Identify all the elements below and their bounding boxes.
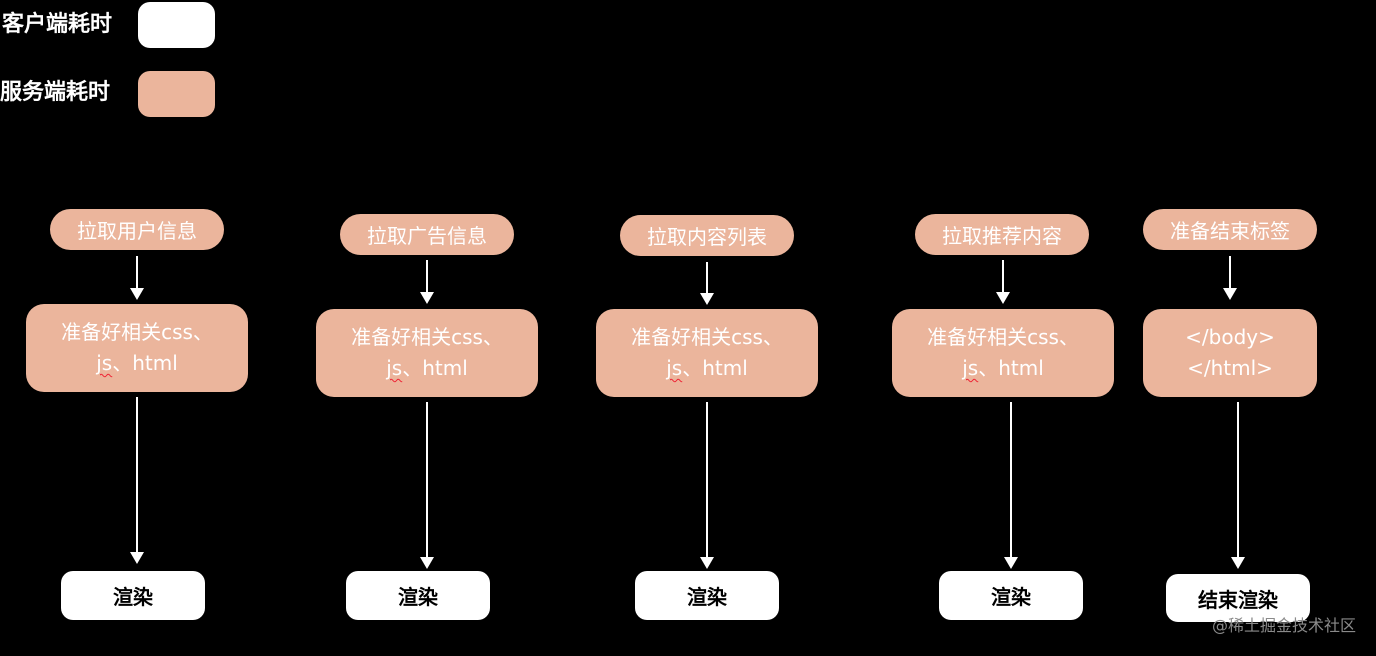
end-tag-body: </body> xyxy=(1185,325,1275,349)
prepare-end-tags: 准备结束标签 xyxy=(1143,209,1317,250)
fetch-recommended-content: 拉取推荐内容 xyxy=(915,214,1089,255)
arrow-fetch-to-prep-1 xyxy=(130,256,144,300)
prep-rest: 、html xyxy=(978,356,1044,380)
prep-rest: 、html xyxy=(112,351,178,375)
end-tag-html: </html> xyxy=(1187,356,1273,380)
render-box-4: 渲染 xyxy=(939,571,1083,620)
render-box-1: 渲染 xyxy=(61,571,205,620)
end-render-box: 结束渲染 xyxy=(1166,574,1310,622)
watermark: @稀土掘金技术社区 xyxy=(1211,616,1356,635)
arrow-fetch-to-prep-2 xyxy=(420,260,434,304)
prep-line2: js、html xyxy=(96,348,178,379)
prep-assets-1: 准备好相关css、 js、html xyxy=(26,304,248,392)
arrow-prep-to-render-1 xyxy=(130,397,144,564)
prep-js: js xyxy=(962,356,979,380)
arrow-fetch-to-prep-5 xyxy=(1223,256,1237,300)
prep-line1: 准备好相关css、 xyxy=(631,325,783,349)
prep-rest: 、html xyxy=(402,356,468,380)
prep-line2: js、html xyxy=(386,353,468,384)
legend-client-swatch xyxy=(138,2,215,48)
prep-js: js xyxy=(386,356,403,380)
prep-js: js xyxy=(666,356,683,380)
fetch-content-list: 拉取内容列表 xyxy=(620,215,794,256)
prep-line2: js、html xyxy=(666,353,748,384)
fetch-user-info: 拉取用户信息 xyxy=(50,209,224,250)
render-box-2: 渲染 xyxy=(346,571,490,620)
prep-assets-3: 准备好相关css、 js、html xyxy=(596,309,818,397)
end-tags-box: </body> </html> xyxy=(1143,309,1317,397)
prep-js: js xyxy=(96,351,113,375)
prep-assets-4: 准备好相关css、 js、html xyxy=(892,309,1114,397)
render-box-3: 渲染 xyxy=(635,571,779,620)
prep-line1: 准备好相关css、 xyxy=(61,320,213,344)
arrow-fetch-to-prep-3 xyxy=(700,262,714,305)
legend-client-label: 客户端耗时 xyxy=(2,12,113,37)
arrow-fetch-to-prep-4 xyxy=(996,260,1010,304)
prep-rest: 、html xyxy=(682,356,748,380)
legend-server-label: 服务端耗时 xyxy=(0,80,111,105)
fetch-ad-info: 拉取广告信息 xyxy=(340,214,514,255)
arrow-prep-to-render-4 xyxy=(1004,402,1018,569)
prep-line1: 准备好相关css、 xyxy=(351,325,503,349)
prep-line1: 准备好相关css、 xyxy=(927,325,1079,349)
arrow-prep-to-render-5 xyxy=(1231,402,1245,569)
prep-line2: js、html xyxy=(962,353,1044,384)
arrow-prep-to-render-3 xyxy=(700,402,714,569)
arrow-prep-to-render-2 xyxy=(420,402,434,569)
legend-server-swatch xyxy=(138,71,215,117)
prep-assets-2: 准备好相关css、 js、html xyxy=(316,309,538,397)
